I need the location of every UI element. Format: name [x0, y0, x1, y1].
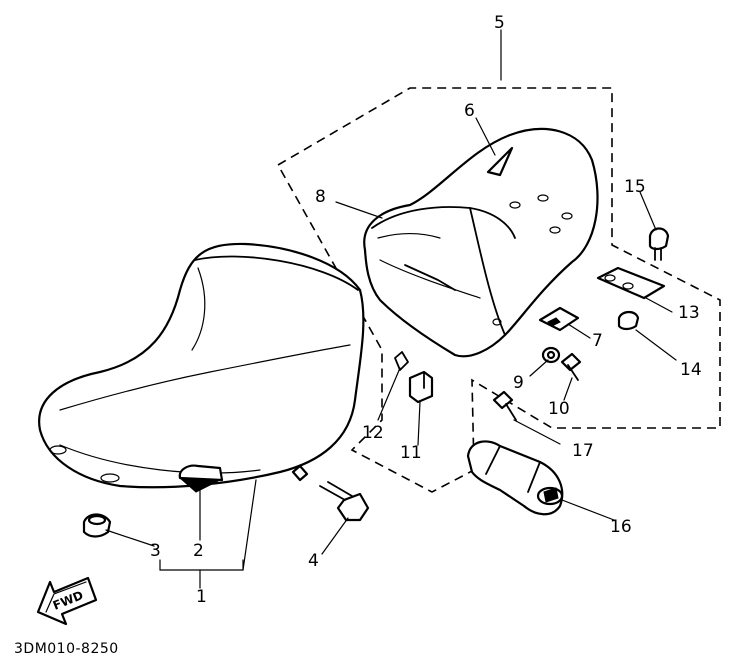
callout-14: 14 — [680, 360, 702, 380]
callout-11: 11 — [400, 443, 422, 463]
part-9-washer — [541, 346, 561, 364]
callout-16: 16 — [610, 517, 632, 537]
callout-13: 13 — [678, 303, 700, 323]
part-15-bolt — [648, 227, 670, 261]
callout-9: 9 — [513, 373, 524, 393]
part-7-clip — [538, 306, 580, 332]
callout-8: 8 — [315, 187, 326, 207]
callout-12: 12 — [362, 423, 384, 443]
rear-seat — [363, 127, 599, 358]
callout-3: 3 — [150, 541, 161, 561]
callout-1: 1 — [196, 587, 207, 607]
part-17-screw — [492, 390, 517, 421]
part-14-nut — [617, 310, 640, 331]
part-12-clip — [394, 351, 409, 371]
part-3-grommet — [82, 513, 112, 538]
rear-seat-group-box — [276, 87, 721, 493]
callout-17: 17 — [572, 441, 594, 461]
callout-2: 2 — [193, 541, 204, 561]
callout-4: 4 — [308, 551, 319, 571]
part-11-nut — [408, 370, 434, 404]
main-seat — [38, 242, 365, 493]
callout-7: 7 — [592, 331, 603, 351]
drawing-code: 3DM010-8250 — [14, 641, 119, 657]
callout-10: 10 — [548, 399, 570, 419]
part-10-screw — [560, 352, 582, 381]
callout-5: 5 — [494, 13, 505, 33]
part-4-bolt — [291, 464, 370, 522]
callout-15: 15 — [624, 177, 646, 197]
fwd-arrow: FWD — [36, 576, 98, 626]
callout-6: 6 — [464, 101, 475, 121]
part-13-bracket — [596, 266, 666, 300]
part-16-seat-lock — [466, 440, 564, 516]
leader-lines — [105, 29, 677, 589]
